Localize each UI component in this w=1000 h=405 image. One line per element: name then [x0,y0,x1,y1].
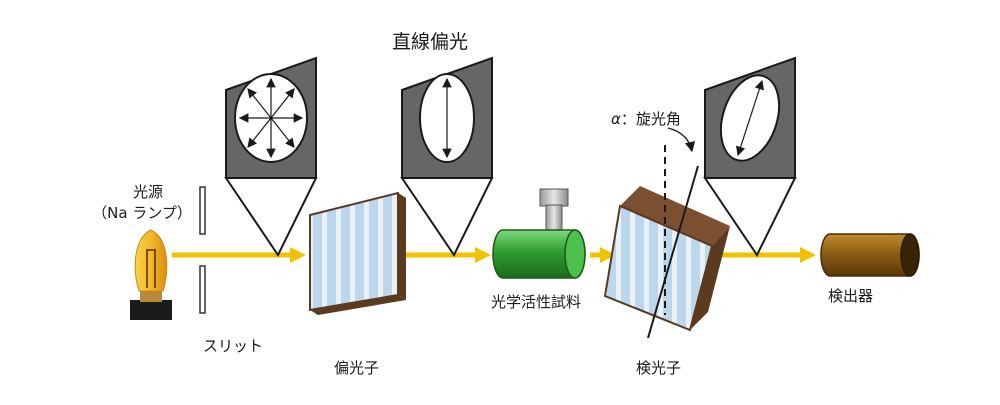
lamp-base [130,300,172,320]
slit-label: スリット [203,337,263,355]
lamp-bulb [134,229,168,292]
sample-label: 光学活性試料 [491,293,581,311]
rotation-arrow [667,127,696,153]
lamp-filament [146,249,156,288]
analyzer-side-edge [690,226,730,330]
rotation-angle-label: α：旋光角 [611,110,681,128]
panel-linear [400,56,494,257]
polarizer-bottom-edge [310,295,406,315]
panel-3-arrow-down [736,117,751,157]
panel-3-arrow-up [749,79,764,119]
light-source-label-line2: （Na ランプ） [92,204,192,222]
lamp-socket [140,290,162,302]
panel-rotated [703,56,797,257]
slit-upper-plate [199,186,206,235]
rotation-text: ：旋光角 [621,110,681,128]
beam-arrow-2 [475,247,491,263]
beam-arrow-1 [290,247,306,263]
light-source-label-line1: 光源 [133,183,163,201]
slit [199,186,206,314]
sample-neck [545,204,563,233]
panel-1-pointer [224,177,318,257]
rotation-symbol: α [611,110,621,128]
panel-1-radial-arrows [238,77,304,159]
light-source-label: 光源 （Na ランプ） [92,183,192,222]
polarizer-side-edge [398,193,406,300]
beam-arrow-3 [600,247,616,263]
sample-cap [539,188,569,207]
analyzer-top-edge [620,186,730,246]
linear-polarized-label: 直線偏光 [392,31,468,53]
rotated-plane-line [647,165,699,339]
polarizer-label: 偏光子 [334,359,379,377]
detector [820,233,920,277]
na-lamp [130,229,172,320]
panel-2-pointer [400,177,494,257]
polarizer-plate [309,191,406,315]
analyzer-plate [603,186,730,332]
sample-end-face [564,229,586,279]
detector-label: 検出器 [828,287,873,305]
detector-end-face [900,233,920,277]
analyzer-label: 検光子 [636,359,681,377]
polarizer-face [309,191,399,312]
beam-arrow-4 [800,247,816,263]
panel-unpolarized [224,56,318,257]
slit-lower-plate [199,265,206,314]
sample-tube [492,188,586,279]
